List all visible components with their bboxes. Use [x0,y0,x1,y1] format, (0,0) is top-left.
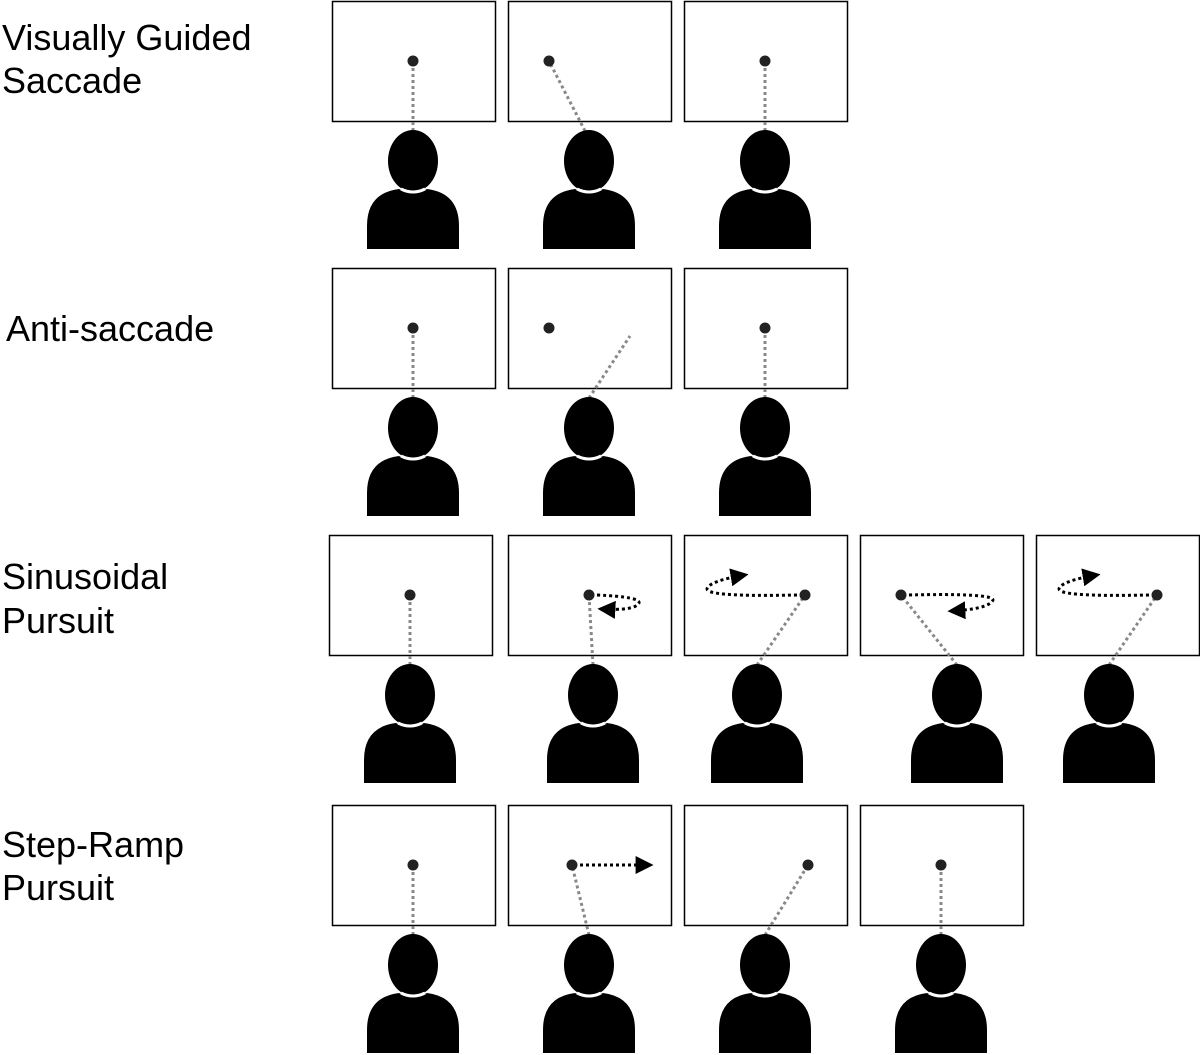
task-panel [683,267,849,516]
target-dot-icon [802,859,814,871]
task-panel [683,0,849,249]
task-panel [507,534,673,783]
target-dot-icon [895,589,907,601]
target-dot-icon [759,55,771,67]
motion-arrow-icon [1057,568,1150,597]
gaze-line-icon [587,335,632,399]
person-silhouette-icon [367,130,459,249]
person-silhouette-icon [911,664,1003,783]
task-panel [328,534,494,783]
gaze-line-icon [755,594,807,666]
task-panel [507,267,673,516]
screen-frame [331,267,497,390]
target-dot-icon [543,55,555,67]
target-dot-icon [1151,589,1163,601]
row-label-sinusoidal-pursuit: Sinusoidal Pursuit [2,556,178,641]
person-silhouette-icon [1063,664,1155,783]
motion-arrow-icon [596,593,641,619]
person-silhouette-icon [719,397,811,516]
person-silhouette-icon [711,664,803,783]
person-silhouette-icon [895,934,987,1053]
target-dot-icon [799,589,811,601]
person-silhouette-icon [543,934,635,1053]
task-panel [859,804,1025,1053]
target-dot-icon [407,322,419,334]
screen-frame [683,804,849,927]
task-panel [683,534,849,783]
target-dot-icon [583,589,595,601]
task-panel [859,534,1025,783]
person-silhouette-icon [719,130,811,249]
target-dot-icon [759,322,771,334]
person-silhouette-icon [364,664,456,783]
target-dot-icon [566,859,578,871]
motion-arrow-icon [705,568,798,597]
target-dot-icon [407,859,419,871]
screen-frame [507,267,673,390]
gaze-line-icon [547,60,587,132]
gaze-line-icon [570,864,591,936]
screen-frame [507,0,673,123]
person-silhouette-icon [543,397,635,516]
person-silhouette-icon [543,130,635,249]
row-label-visually-guided-saccade: Visually Guided Saccade [2,17,262,101]
gaze-line-icon [899,594,959,666]
row-label-anti-saccade: Anti-saccade [6,308,214,349]
row-label-step-ramp-pursuit: Step-Ramp Pursuit [2,824,194,908]
task-panel [1035,534,1200,783]
task-panel [331,804,497,1053]
task-panel [683,804,849,1053]
gaze-line-icon [763,864,810,936]
task-panel [507,0,673,249]
target-dot-icon [543,322,555,334]
person-silhouette-icon [719,934,811,1053]
target-dot-icon [404,589,416,601]
task-panel [331,267,497,516]
motion-arrow-icon [908,593,995,620]
task-panel [331,0,497,249]
gaze-line-icon [1107,594,1159,666]
target-dot-icon [407,55,419,67]
person-silhouette-icon [367,397,459,516]
task-panels [328,0,1200,1053]
task-panel [507,804,673,1053]
person-silhouette-icon [367,934,459,1053]
target-dot-icon [935,859,947,871]
person-silhouette-icon [547,664,639,783]
